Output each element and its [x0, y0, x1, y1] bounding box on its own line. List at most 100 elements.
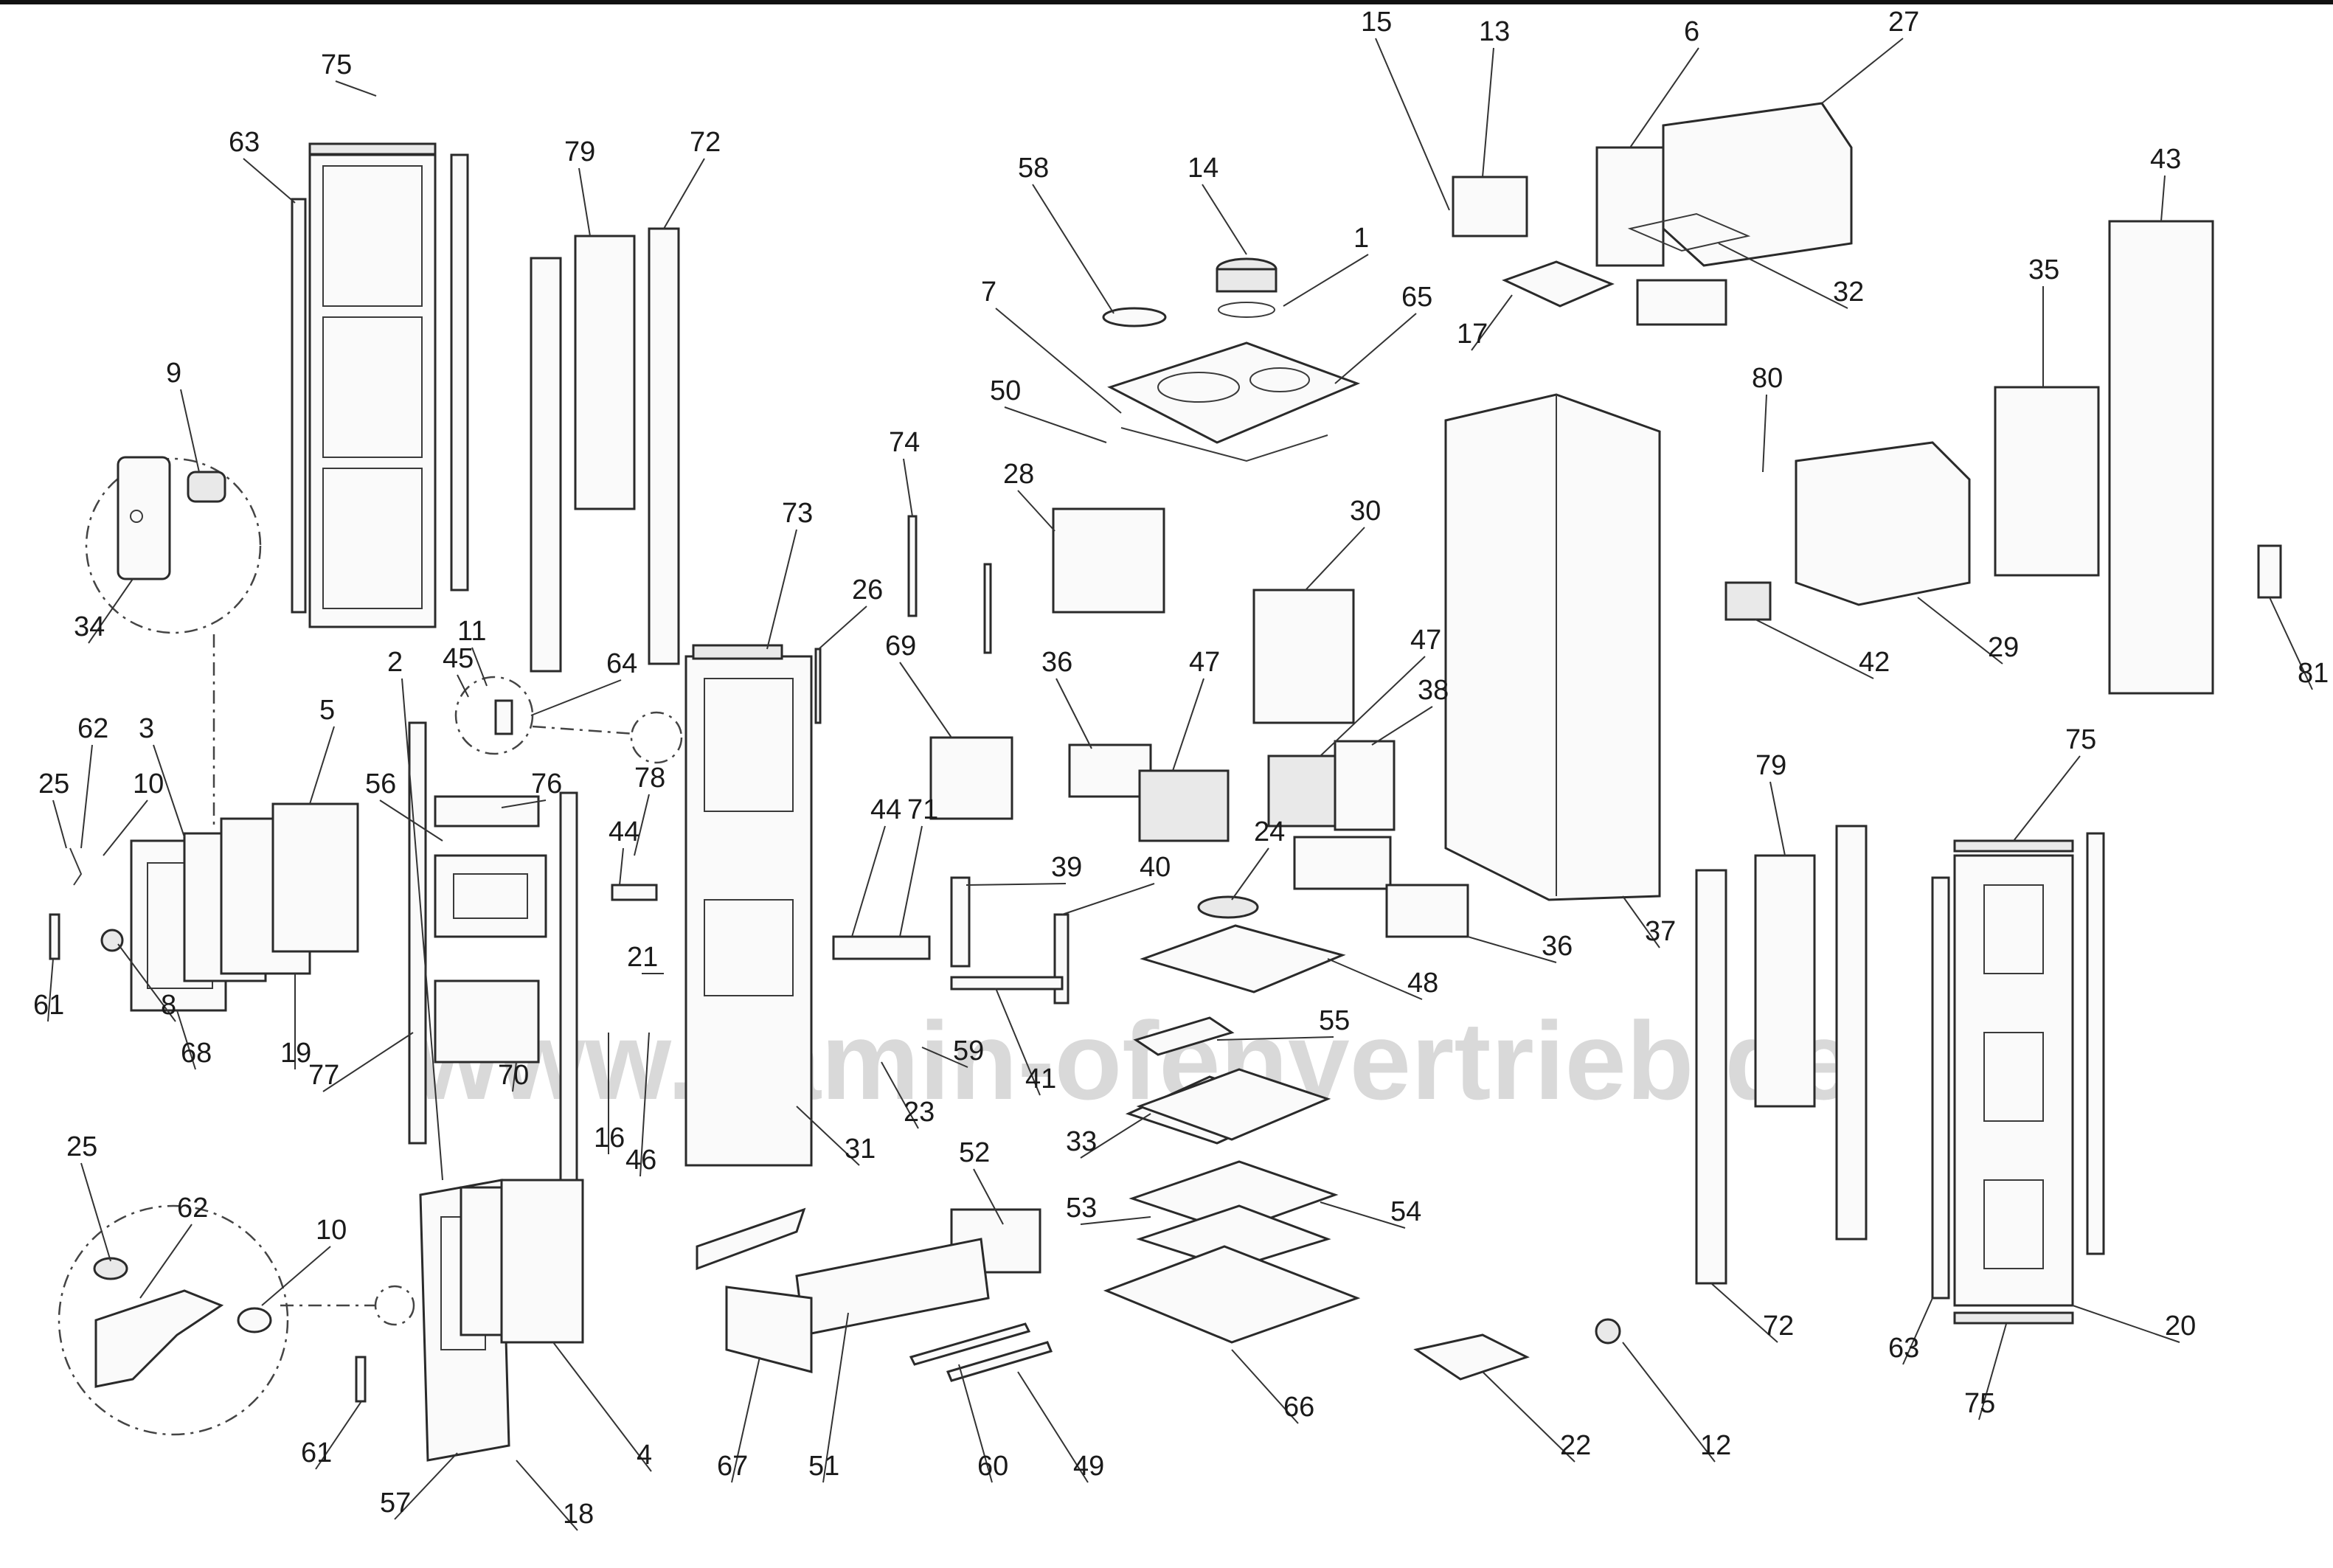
leader-line-30 — [1305, 527, 1365, 591]
callout-label-28: 28 — [1003, 459, 1034, 490]
callout-label-72: 72 — [690, 127, 721, 158]
callout-label-81: 81 — [2298, 658, 2329, 689]
part-41-bar — [950, 976, 1064, 991]
part-79-panel — [574, 235, 636, 510]
part-7-gasket — [1120, 427, 1328, 462]
part-60-rail — [909, 1322, 1031, 1366]
detail-link-11 — [532, 725, 635, 735]
part-66-base — [1103, 1245, 1361, 1344]
leader-line-6 — [1629, 47, 1699, 148]
callout-label-63: 63 — [1888, 1333, 1919, 1364]
callout-label-19: 19 — [280, 1038, 311, 1069]
callout-label-47: 47 — [1189, 647, 1220, 678]
callout-label-56: 56 — [365, 769, 396, 799]
part-39-plate — [950, 876, 971, 968]
part-64-bracket — [494, 699, 513, 735]
callout-label-24: 24 — [1254, 816, 1285, 847]
panel-56-window — [453, 873, 528, 919]
leader-line-41 — [995, 988, 1041, 1096]
callout-label-16: 16 — [594, 1123, 625, 1154]
callout-label-5: 5 — [319, 695, 335, 726]
leader-line-11 — [471, 647, 488, 687]
part-10-washer — [237, 1307, 272, 1333]
callout-label-63: 63 — [229, 127, 260, 158]
leader-line-3 — [153, 744, 185, 838]
callout-label-25: 25 — [66, 1131, 97, 1162]
leader-line-76 — [501, 799, 547, 808]
part-61-clip — [49, 913, 60, 960]
callout-label-20: 20 — [2165, 1311, 2196, 1342]
part-14-ring-body — [1216, 268, 1278, 293]
callout-label-3: 3 — [139, 713, 154, 744]
callout-label-34: 34 — [74, 611, 105, 642]
leader-line-51 — [822, 1312, 849, 1483]
callout-label-64: 64 — [606, 648, 637, 679]
callout-label-25: 25 — [38, 769, 69, 799]
part-73-top — [692, 644, 783, 660]
leader-line-50 — [1004, 406, 1107, 443]
callout-label-68: 68 — [181, 1038, 212, 1069]
callout-label-35: 35 — [2028, 254, 2059, 285]
leader-line-75 — [2013, 755, 2081, 842]
part-bar-front — [1293, 836, 1392, 890]
part-69-plate — [929, 736, 1013, 820]
part-side-rail-front — [559, 791, 578, 1207]
part-rail-lower — [1636, 279, 1727, 326]
part-63-frame-right — [1931, 876, 1950, 1300]
panel-window-3 — [322, 468, 423, 609]
part-26-rod — [814, 648, 822, 724]
callout-label-22: 22 — [1560, 1430, 1591, 1461]
part-24-grate — [1197, 895, 1259, 919]
part-76-bar — [434, 795, 540, 828]
part-20-side-panel — [1953, 854, 2074, 1307]
leader-line-46 — [639, 1032, 650, 1177]
part-47-grate-left — [1138, 769, 1230, 842]
leader-line-49 — [1017, 1371, 1089, 1483]
leader-line-54 — [1320, 1201, 1406, 1229]
leader-line-48 — [1327, 958, 1423, 1000]
part-33-ashpan — [1136, 1068, 1331, 1141]
leader-line-18 — [516, 1460, 578, 1531]
leader-line-78 — [634, 794, 650, 856]
callout-label-78: 78 — [634, 763, 665, 794]
detail-circle-34 — [85, 457, 262, 634]
callout-label-39: 39 — [1051, 852, 1082, 883]
part-75-top-right — [1953, 839, 2074, 853]
callout-label-59: 59 — [953, 1035, 984, 1066]
part-side-rail — [450, 153, 469, 592]
leader-line-12 — [1622, 1342, 1716, 1463]
callout-label-10: 10 — [133, 769, 164, 799]
part-6-door — [1595, 146, 1665, 267]
leader-line-75 — [1978, 1323, 2007, 1420]
callout-label-37: 37 — [1645, 916, 1676, 947]
leader-line-39 — [966, 883, 1067, 886]
leader-line-73 — [766, 529, 797, 650]
leader-line-80 — [1762, 394, 1767, 473]
callout-label-58: 58 — [1018, 153, 1049, 184]
leader-line-47 — [1320, 656, 1426, 757]
detail-circle-hinge-bottom — [374, 1285, 415, 1326]
leader-lines — [47, 38, 2313, 1531]
top-hole-1 — [1157, 372, 1240, 403]
part-12-sensor — [1595, 1318, 1621, 1345]
part-1-gasket — [1218, 302, 1275, 318]
leader-line-44 — [851, 825, 886, 937]
callout-label-1: 1 — [1353, 223, 1369, 254]
leader-line-62 — [80, 744, 93, 849]
watermark: www.kamin-ofenvertrieb.de — [412, 999, 1854, 1123]
part-75-bottom-right — [1953, 1311, 2074, 1325]
leader-line-65 — [1334, 313, 1417, 384]
callout-label-76: 76 — [531, 769, 562, 799]
part-rail-left — [530, 257, 562, 673]
part-side-rail-right — [2086, 832, 2105, 1255]
callout-label-60: 60 — [977, 1451, 1008, 1482]
leader-line-31 — [796, 1106, 860, 1166]
callout-label-46: 46 — [625, 1145, 656, 1176]
callout-label-36: 36 — [1041, 647, 1072, 678]
part-62-hinge — [69, 847, 83, 886]
leader-line-62 — [139, 1224, 193, 1299]
callout-label-14: 14 — [1188, 153, 1219, 184]
callout-label-10: 10 — [316, 1215, 347, 1246]
callout-label-55: 55 — [1319, 1005, 1350, 1036]
